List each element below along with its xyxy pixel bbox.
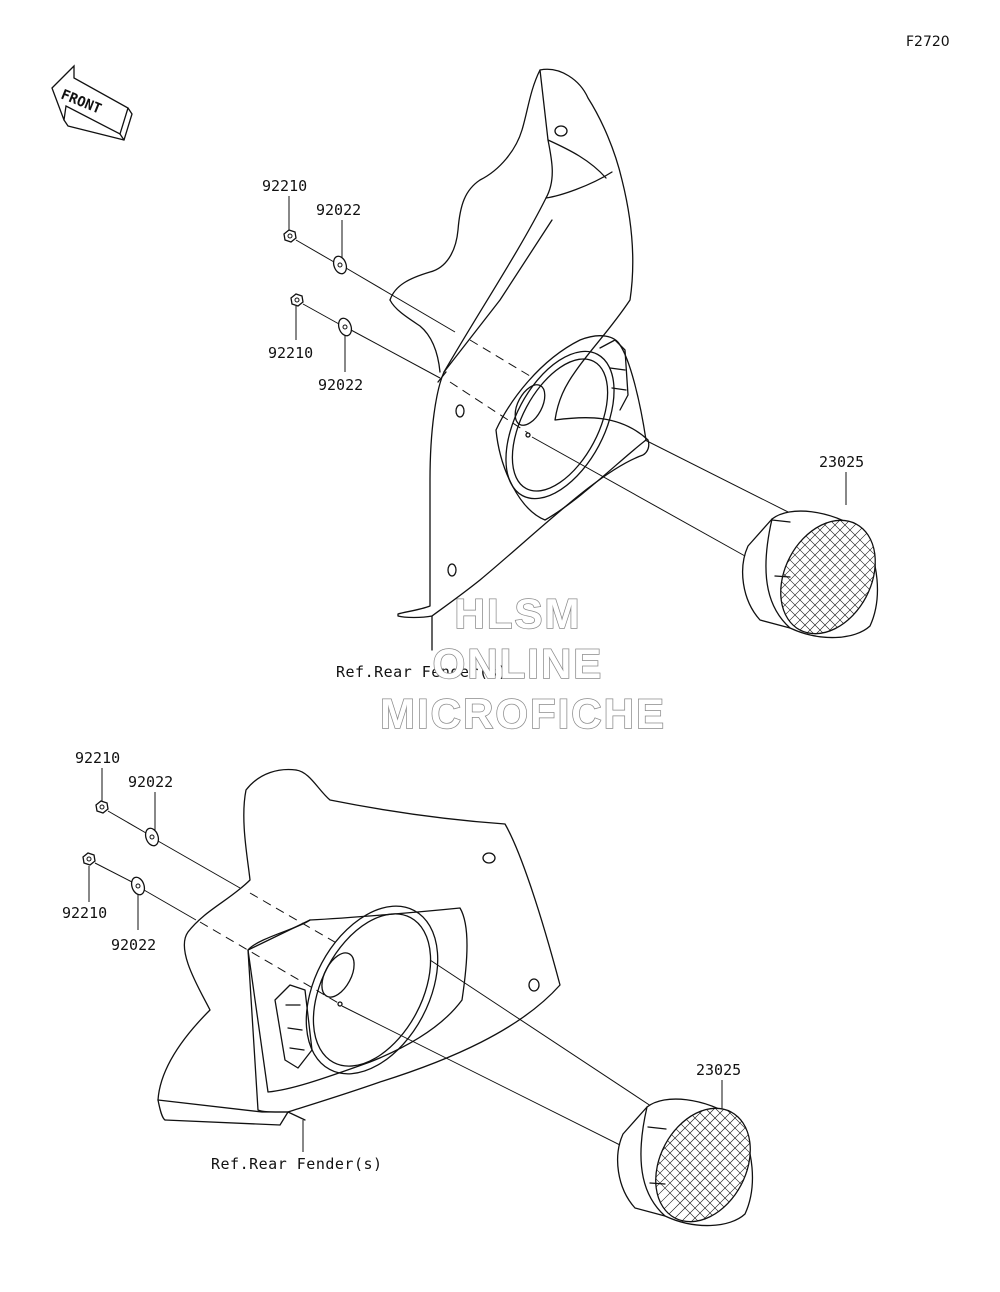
lower-label-washer-bottom: 92022 (111, 936, 156, 954)
lower-reflector-23025 (617, 1091, 770, 1239)
lower-label-nut-bottom: 92210 (62, 904, 107, 922)
upper-label-nut-bottom: 92210 (268, 344, 313, 362)
lower-nut-top (95, 800, 109, 814)
watermark-line-3: MICROFICHE (380, 690, 666, 737)
upper-label-washer-bottom: 92022 (318, 376, 363, 394)
front-arrow-icon: FRONT (51, 64, 133, 141)
lower-label-nut-top: 92210 (75, 749, 120, 767)
lower-assembly: 92210 92022 92210 92022 23025 Ref.Rear F… (62, 749, 770, 1239)
watermark-line-1: HLSM (455, 590, 582, 637)
upper-label-nut-top: 92210 (262, 177, 307, 195)
lower-ref-note: Ref.Rear Fender(s) (211, 1155, 383, 1173)
lower-washer-top (144, 827, 160, 847)
figure-code: F2720 (906, 34, 950, 50)
lower-label-washer-top: 92022 (128, 773, 173, 791)
watermark-line-2: ONLINE (433, 640, 604, 687)
upper-ref-note: Ref.Rear Fender(s) (336, 663, 508, 681)
lower-label-reflector: 23025 (696, 1061, 741, 1079)
upper-label-washer-top: 92022 (316, 201, 361, 219)
upper-reflector-23025 (742, 503, 895, 651)
upper-label-reflector: 23025 (819, 453, 864, 471)
upper-assembly: 92210 92022 92210 92022 23025 Ref.Rear F… (262, 68, 895, 681)
lower-washer-bottom (130, 876, 146, 896)
upper-washer-top (332, 255, 348, 275)
upper-rear-fender (389, 68, 650, 651)
upper-washer-bottom (337, 317, 353, 337)
upper-nut-bottom (290, 293, 304, 307)
lower-rear-fender (157, 768, 561, 1126)
upper-nut-top (283, 229, 297, 243)
lower-nut-bottom (82, 852, 96, 866)
watermark: HLSM ONLINE MICROFICHE (379, 589, 666, 738)
